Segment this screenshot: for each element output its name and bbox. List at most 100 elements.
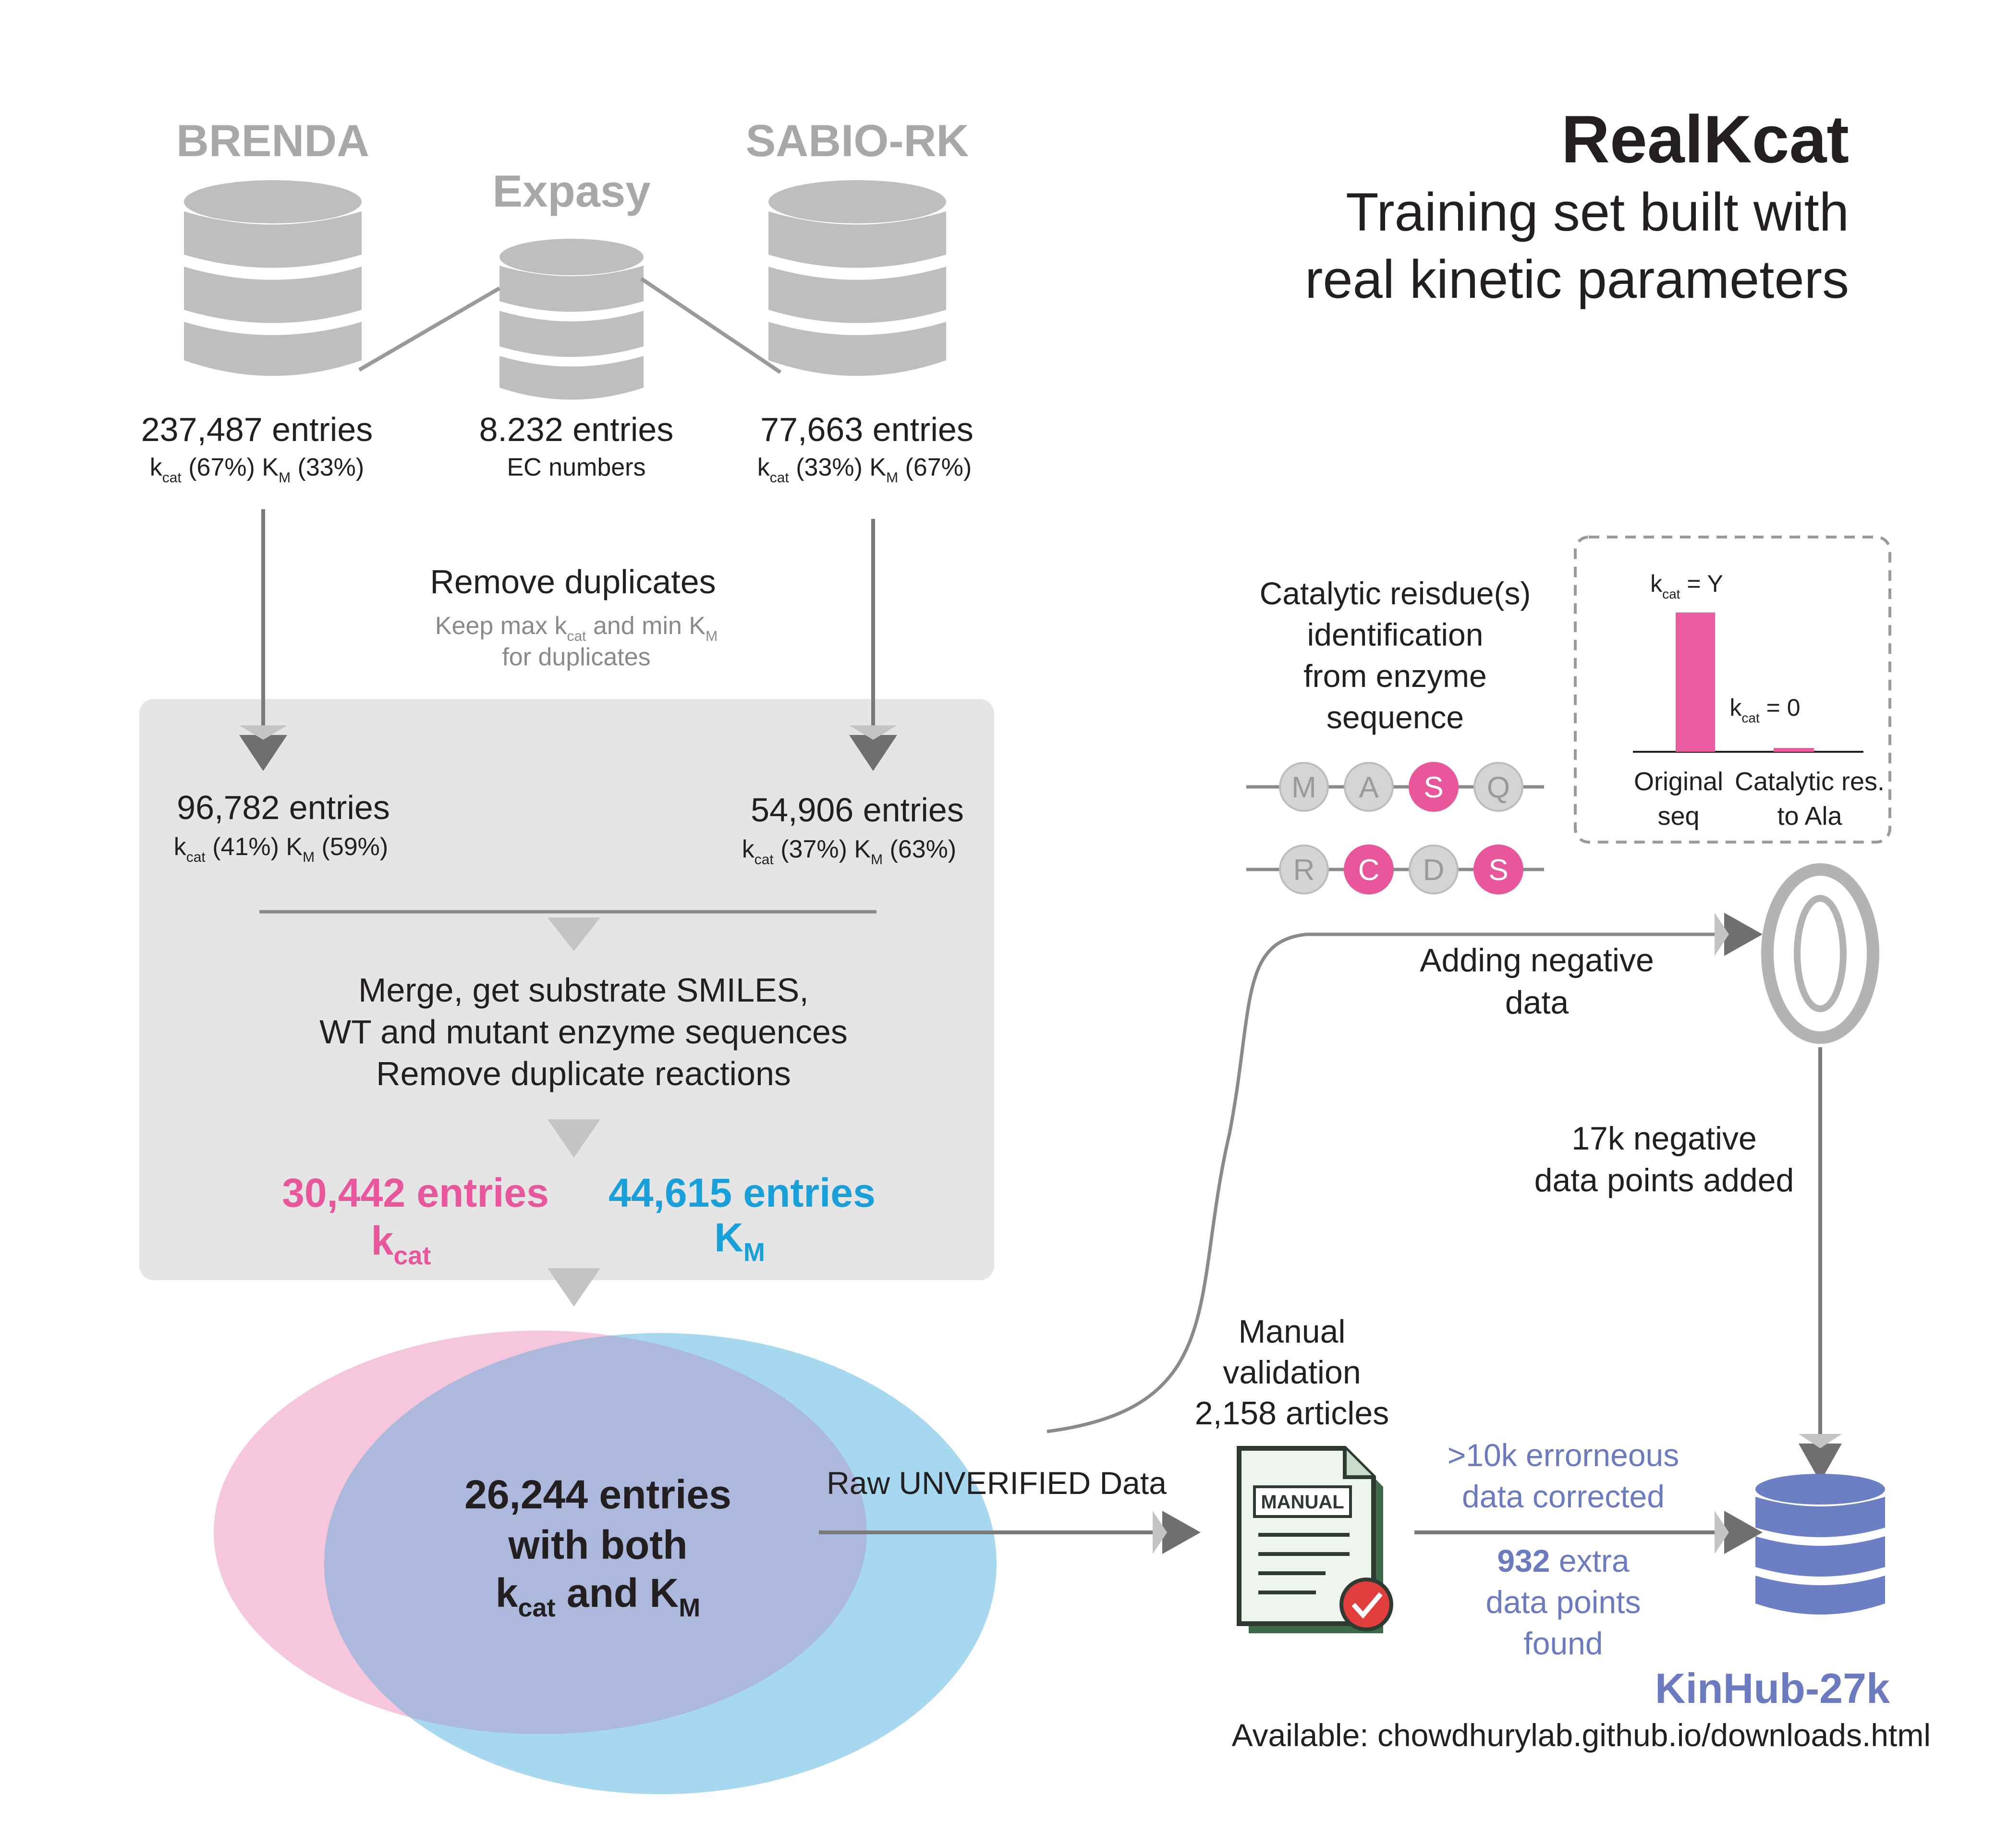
catalytic-line1: Catalytic reisdue(s) (1260, 575, 1531, 611)
inset-bar (1774, 748, 1814, 752)
remove-duplicates-note-line2: for duplicates (502, 643, 650, 671)
manual-validation-line1: Manual (1238, 1313, 1345, 1350)
corrections-line5: found (1523, 1626, 1603, 1661)
sabio-entries: 77,663 entries (760, 411, 974, 448)
remove-duplicates-note-line1: Keep max kcat and min KM (435, 612, 718, 644)
remove-duplicates-title: Remove duplicates (430, 563, 716, 600)
corrections-line4: data points (1486, 1584, 1641, 1620)
manual-validation-line3: 2,158 articles (1195, 1395, 1389, 1432)
page-title: RealKcat (1561, 101, 1849, 177)
sabio-down-arrow-shadow (849, 725, 897, 740)
residue-letter: D (1423, 854, 1445, 887)
residue-letter: S (1424, 771, 1443, 804)
brenda-filtered-split: kcat (41%) KM (59%) (174, 833, 388, 865)
raw-data-label: Raw UNVERIFIED Data (827, 1465, 1167, 1501)
catalytic-line4: sequence (1326, 699, 1464, 735)
negative-down-arrow-shadow (1799, 1434, 1842, 1448)
expasy-label: Expasy (492, 166, 650, 216)
merge-arrow (548, 918, 600, 951)
residue-letter: A (1359, 771, 1379, 804)
inset-bar-label: kcat = Y (1650, 570, 1723, 601)
manual-document-icon: MANUAL (1237, 1446, 1393, 1633)
inset-chart: kcat = Y Original seq kcat = 0 Catalytic res… (1633, 570, 1885, 831)
negative-data-arrow-shadow (1715, 913, 1729, 956)
manual-document-label: MANUAL (1261, 1492, 1344, 1513)
brenda-expasy-connector (358, 286, 501, 372)
manual-to-kinhub-shadow (1715, 1511, 1729, 1554)
negative-added-line2: data points added (1534, 1162, 1794, 1199)
sabio-database-icon (768, 180, 946, 376)
panel-exit-arrow (548, 1268, 600, 1307)
catalytic-residue-bead (1473, 844, 1523, 894)
residue-bead (1473, 762, 1523, 812)
brenda-entries: 237,487 entries (141, 411, 373, 448)
inset-category-label: Original (1634, 767, 1723, 796)
zero-icon (1761, 863, 1879, 1044)
kcat-entries: 30,442 entries (282, 1170, 549, 1215)
residue-bead (1344, 762, 1394, 812)
merge-text-line1: Merge, get substrate SMILES, (358, 971, 809, 1009)
raw-data-arrow-head (1162, 1511, 1201, 1554)
brenda-split: kcat (67%) KM (33%) (150, 453, 364, 486)
expasy-ec-numbers: EC numbers (507, 453, 646, 481)
negative-data-arrow-head (1724, 913, 1763, 956)
negative-added-line1: 17k negative (1571, 1120, 1757, 1157)
expasy-sabio-connector (640, 277, 782, 374)
residue-letter: S (1488, 854, 1508, 887)
brenda-down-arrow-shadow (239, 725, 287, 740)
adding-negative-line1: Adding negative (1420, 942, 1654, 979)
catalytic-line3: from enzyme (1303, 658, 1486, 694)
catalytic-line2: identification (1307, 617, 1484, 652)
inset-category-label: Catalytic res. (1735, 767, 1885, 796)
page-subtitle-line2: real kinetic parameters (1305, 249, 1849, 309)
merge-text-line2: WT and mutant enzyme sequences (319, 1013, 848, 1051)
kinhub-availability[interactable]: Available: chowdhurylab.github.io/downlo… (1232, 1717, 1931, 1753)
kinhub-name: KinHub-27k (1655, 1664, 1890, 1712)
merge-text-line3: Remove duplicate reactions (376, 1055, 791, 1092)
residue-letter: M (1291, 771, 1316, 804)
brenda-label: BRENDA (176, 115, 369, 166)
manual-to-kinhub-head (1724, 1511, 1763, 1554)
negative-down-arrow-head (1799, 1444, 1842, 1482)
inset-bar (1676, 612, 1715, 752)
inset-category-label: to Ala (1777, 802, 1842, 831)
inset-chart-frame (1574, 536, 1891, 844)
residue-letter: Q (1487, 771, 1510, 804)
venn-with-both: with both (508, 1522, 687, 1567)
km-entries: 44,615 entries (608, 1170, 876, 1215)
sabio-filtered-split: kcat (37%) KM (63%) (742, 835, 956, 868)
km-label: KM (714, 1215, 765, 1267)
catalytic-residue-bead (1409, 762, 1459, 812)
checkmark-badge-icon (1339, 1578, 1393, 1631)
residue-bead (1279, 844, 1329, 894)
corrections-extra: 932 extra (1497, 1543, 1629, 1579)
residue-letter: C (1358, 854, 1380, 887)
residue-bead (1279, 762, 1329, 812)
inset-category-label: seq (1657, 802, 1699, 831)
expasy-entries: 8.232 entries (479, 411, 674, 448)
kcat-label: kcat (371, 1218, 431, 1270)
sabio-down-arrow-head (849, 735, 897, 771)
brenda-down-arrow-head (239, 735, 287, 771)
venn-entries: 26,244 entries (464, 1472, 731, 1517)
catalytic-residue-bead (1344, 844, 1394, 894)
manual-validation-line2: validation (1223, 1354, 1361, 1391)
corrections-line1: >10k errorneous (1448, 1437, 1679, 1473)
adding-negative-line2: data (1505, 984, 1569, 1021)
residue-letter: R (1293, 854, 1315, 887)
inset-bar-label: kcat = 0 (1729, 694, 1800, 725)
brenda-database-icon (184, 180, 362, 376)
venn-kcat-km: kcat and KM (496, 1570, 700, 1622)
processing-panel (139, 699, 994, 1280)
raw-data-arrow-shadow (1153, 1511, 1167, 1554)
kinhub-database-icon (1755, 1474, 1885, 1615)
page-subtitle-line1: Training set built with (1346, 182, 1849, 242)
corrections-line2: data corrected (1462, 1479, 1665, 1514)
negative-data-curve (1047, 932, 1739, 1433)
sabio-filtered-entries: 54,906 entries (751, 791, 964, 829)
sabio-label: SABIO-RK (746, 115, 969, 166)
expasy-database-icon (499, 239, 644, 400)
